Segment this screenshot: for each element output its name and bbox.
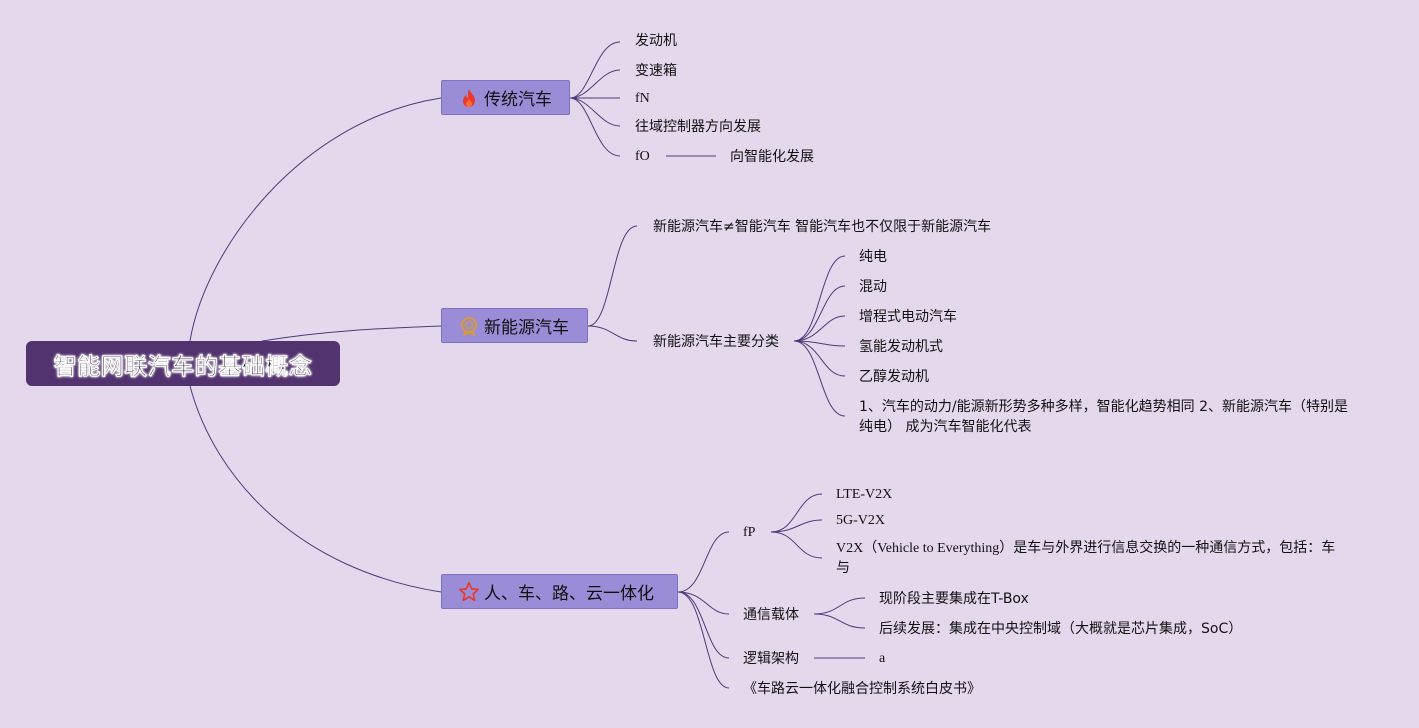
connector-fp-1 [770,493,823,533]
connector-trad-5 [569,97,621,157]
connector-class-4 [793,340,846,347]
leaf-domain-controller[interactable]: 往域控制器方向发展 [635,119,761,135]
leaf-a[interactable]: a [879,651,886,666]
branch-traditional-car[interactable]: 传统汽车 [441,80,570,115]
leaf-v2x-definition[interactable]: V2X（Vehicle to Everything）是车与外界进行信息交换的一种… [836,541,1336,576]
branch-integration[interactable]: 人、车、路、云一体化 [441,574,678,609]
leaf-pure-electric[interactable]: 纯电 [859,249,887,265]
connector-int-4 [677,591,730,689]
leaf-communication-carrier[interactable]: 通信载体 [743,607,799,623]
connector-root-nev [261,325,442,342]
connector-root-integration [189,385,442,593]
connector-nev-1 [587,225,638,327]
leaf-central-domain[interactable]: 后续发展：集成在中央控制域（大概就是芯片集成，SoC） [879,621,1243,637]
leaf-gearbox[interactable]: 变速箱 [635,63,677,79]
connector-nev-2 [587,325,638,342]
leaf-energy-summary[interactable]: 1、汽车的动力/能源新形势多种多样，智能化趋势相同 2、新能源汽车（特别是纯电）… [859,399,1348,435]
connector-class-2 [793,285,846,342]
connector-comm-2 [813,613,866,629]
connector-comm-1 [813,597,866,615]
connector-class-6 [793,340,846,417]
connector-int-3 [677,591,730,659]
branch-new-energy-car[interactable]: 新能源汽车 [441,308,588,343]
leaf-engine[interactable]: 发动机 [635,33,677,49]
leaf-5g-v2x[interactable]: 5G-V2X [836,513,885,528]
leaf-hydrogen[interactable]: 氢能发动机式 [859,339,943,355]
connector-int-2 [677,591,730,615]
connector-trad-4 [569,97,621,127]
connector-int-1 [677,531,730,593]
fire-icon [458,87,480,109]
connector-trad-2 [569,69,621,99]
leaf-fn[interactable]: fN [635,91,650,106]
leaf-logical-architecture[interactable]: 逻辑架构 [743,651,799,667]
connector-root-traditional [189,97,442,342]
connector-class-3 [793,315,846,342]
branch-label: 新能源汽车 [484,318,569,338]
root-label: 智能网联汽车的基础概念 [53,353,313,380]
leaf-lte-v2x[interactable]: LTE-V2X [836,487,893,502]
branch-label: 传统汽车 [484,90,552,110]
connector-fp-2 [770,519,823,533]
leaf-range-extender[interactable]: 增程式电动汽车 [859,309,957,325]
leaf-nev-classification[interactable]: 新能源汽车主要分类 [653,334,779,350]
leaf-whitepaper[interactable]: 《车路云一体化融合控制系统白皮书》 [743,681,981,697]
leaf-intelligent-development[interactable]: 向智能化发展 [730,149,814,165]
leaf-fo[interactable]: fO [635,149,650,164]
leaf-ethanol[interactable]: 乙醇发动机 [859,369,929,385]
leaf-tbox[interactable]: 现阶段主要集成在T-Box [879,591,1029,607]
connector-class-5 [793,340,846,377]
connector-trad-1 [569,41,621,99]
leaf-nev-not-smart[interactable]: 新能源汽车≠智能汽车 智能汽车也不仅限于新能源汽车 [653,219,992,235]
root-node[interactable]: 智能网联汽车的基础概念 [26,341,340,386]
branch-label: 人、车、路、云一体化 [484,584,654,604]
leaf-hybrid[interactable]: 混动 [859,279,887,295]
badge-icon [458,315,480,337]
connector-fp-3 [770,531,823,559]
connector-class-1 [793,255,846,342]
star-icon [458,581,480,603]
leaf-fp[interactable]: fP [743,525,756,540]
